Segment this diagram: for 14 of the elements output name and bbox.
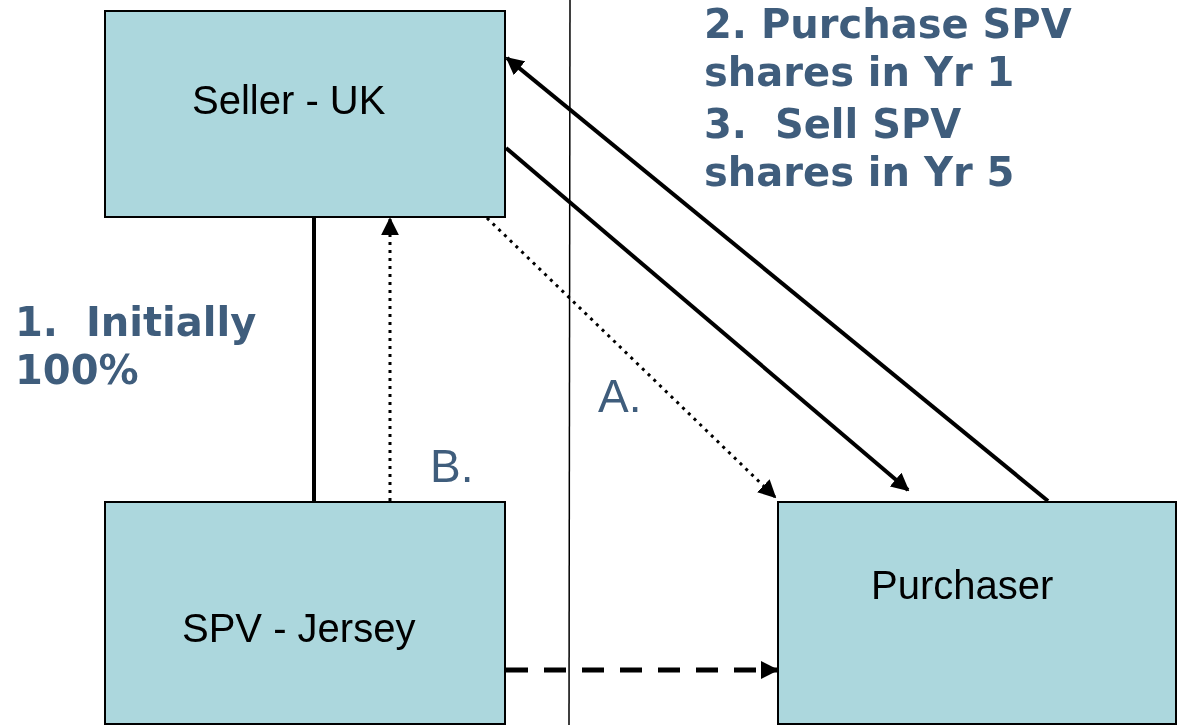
arrow <box>505 56 1050 503</box>
step-note: 2. Purchase SPV shares in Yr 1 <box>704 0 1073 96</box>
step-note: 3. Sell SPV shares in Yr 5 <box>704 100 1016 196</box>
arrow <box>381 217 399 501</box>
connector-line <box>312 218 316 501</box>
entity-name: SPV - Jersey <box>182 606 416 651</box>
entity-box <box>777 501 1177 725</box>
arrow <box>485 216 777 499</box>
step-note: 1. Initially 100% <box>15 298 258 394</box>
entity-name: Seller - UK <box>192 78 386 123</box>
arrow <box>506 661 779 679</box>
entity-box <box>104 10 506 218</box>
entity-box <box>104 501 506 725</box>
entity-name: Purchaser <box>871 563 1054 608</box>
